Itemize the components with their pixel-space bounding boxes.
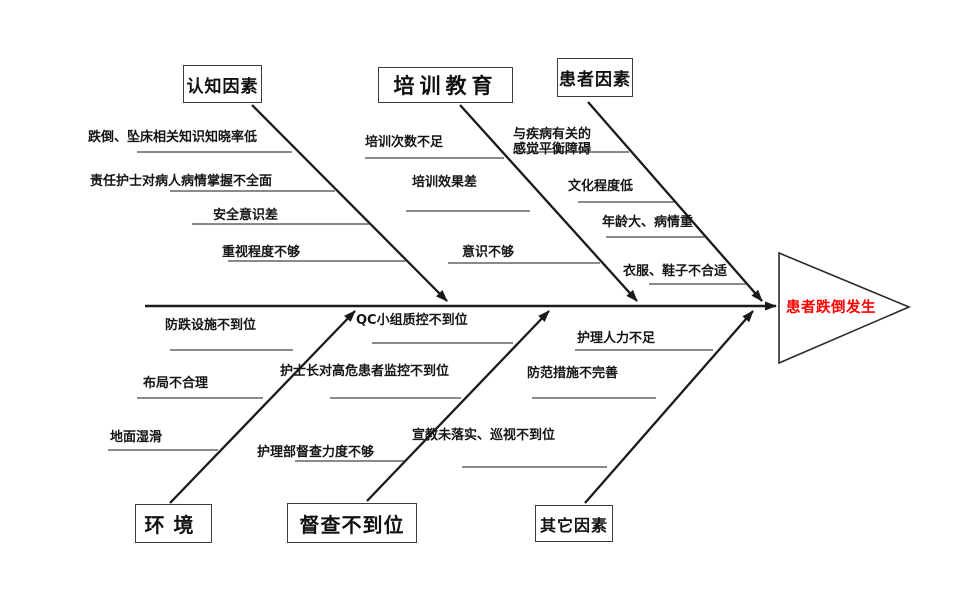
cause-label: 布局不合理	[143, 376, 209, 391]
category-box-environment: 环境	[135, 504, 212, 543]
branch-supervision	[366, 310, 550, 502]
cause-label: 培训次数不足	[365, 135, 444, 150]
cause-label: QC小组质控不到位	[356, 313, 468, 328]
cause-label: 意识不够	[462, 245, 515, 260]
branch-cognitive	[251, 104, 448, 302]
cause-label: 重视程度不够	[222, 245, 301, 260]
cause-label: 防范措施不完善	[527, 366, 619, 381]
branch-environment	[169, 310, 356, 504]
cause-label: 安全意识差	[213, 208, 279, 223]
cause-label: 跌倒、坠床相关知识知晓率低	[88, 130, 258, 145]
branch-patient	[587, 101, 763, 302]
branch-other	[584, 310, 754, 504]
category-box-other: 其它因素	[535, 505, 613, 542]
category-box-patient: 患者因素	[557, 58, 633, 97]
cause-label: 地面湿滑	[110, 430, 163, 445]
cause-underlines	[108, 151, 746, 468]
cause-label: 年龄大、病情重	[602, 215, 694, 230]
cause-label: 防跌设施不到位	[165, 318, 257, 333]
category-box-supervision: 督查不到位	[287, 503, 417, 543]
category-box-training: 培训教育	[378, 67, 513, 103]
cause-label: 护士长对高危患者监控不到位	[280, 364, 450, 379]
cause-label: 责任护士对病人病情掌握不全面	[90, 174, 273, 189]
cause-label: 衣服、鞋子不合适	[623, 264, 728, 279]
cause-label: 文化程度低	[568, 179, 634, 194]
branch-training	[459, 104, 638, 302]
category-box-cognitive: 认知因素	[183, 65, 262, 103]
cause-label: 宣教未落实、巡视不到位	[412, 428, 556, 443]
cause-label: 护理部督查力度不够	[257, 445, 375, 460]
cause-label: 与疾病有关的感觉平衡障碍	[513, 127, 592, 157]
head-triangle	[778, 251, 912, 365]
branch-lines	[169, 101, 763, 504]
cause-label: 培训效果差	[412, 175, 478, 190]
effect-label: 患者跌倒发生	[786, 300, 876, 316]
cause-label: 护理人力不足	[577, 331, 656, 346]
